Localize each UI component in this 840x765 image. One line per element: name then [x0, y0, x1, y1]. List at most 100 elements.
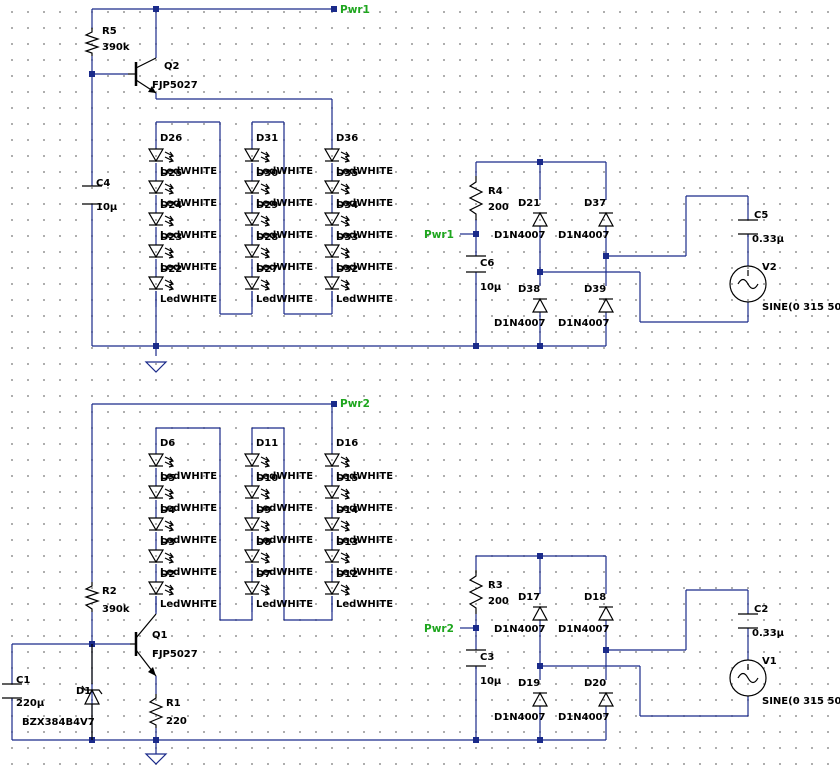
- label-v1-val: SINE(0 315 50): [762, 696, 840, 707]
- diode-d17: [531, 605, 549, 621]
- label-d39-val: D1N4007: [558, 318, 610, 329]
- led-model-label: LedWHITE: [336, 567, 393, 578]
- led-model-label: LedWHITE: [160, 567, 217, 578]
- led-top-1-1: [243, 179, 271, 211]
- led-bottom-1-2: [243, 516, 271, 548]
- ground-symbol-top: [144, 361, 168, 373]
- voltage-source-v2: [729, 265, 767, 303]
- led-model-label: LedWHITE: [336, 535, 393, 546]
- label-r4-ref: R4: [488, 186, 503, 197]
- label-r2-val: 390k: [102, 604, 130, 615]
- resistor-r2: [84, 582, 100, 612]
- resistor-r3: [468, 570, 484, 614]
- label-q2-ref: Q2: [164, 61, 180, 72]
- label-c4-val: 10µ: [96, 202, 118, 213]
- label-c1-val: 220µ: [16, 698, 45, 709]
- led-ref-label: D16: [336, 438, 358, 449]
- led-model-label: LedWHITE: [256, 599, 313, 610]
- capacitor-c4: [82, 185, 102, 205]
- led-ref-label: D22: [160, 264, 182, 275]
- led-bottom-1-3: [243, 548, 271, 580]
- led-ref-label: D2: [160, 569, 175, 580]
- led-model-label: LedWHITE: [256, 262, 313, 273]
- led-bottom-0-3: [147, 548, 175, 580]
- label-c5-val: 0.33µ: [752, 234, 785, 245]
- label-r3-ref: R3: [488, 580, 503, 591]
- led-model-label: LedWHITE: [336, 230, 393, 241]
- led-ref-label: D14: [336, 505, 358, 516]
- label-d38-val: D1N4007: [494, 318, 546, 329]
- label-r5-val: 390k: [102, 42, 130, 53]
- led-bottom-0-4: [147, 580, 175, 612]
- label-d19-ref: D19: [518, 678, 540, 689]
- led-top-0-0: [147, 147, 175, 179]
- led-top-2-3: [323, 243, 351, 275]
- transistor-q1: [130, 613, 157, 677]
- led-ref-label: D27: [256, 264, 278, 275]
- led-ref-label: D10: [256, 473, 278, 484]
- label-c2-ref: C2: [754, 604, 768, 615]
- led-model-label: LedWHITE: [256, 198, 313, 209]
- led-model-label: LedWHITE: [336, 198, 393, 209]
- led-bottom-2-4: [323, 580, 351, 612]
- led-ref-label: D35: [336, 168, 358, 179]
- top-wires: [91, 8, 749, 356]
- led-ref-label: D4: [160, 505, 175, 516]
- diode-d18: [597, 605, 615, 621]
- led-model-label: LedWHITE: [160, 230, 217, 241]
- led-ref-label: D34: [336, 200, 358, 211]
- label-d17-val: D1N4007: [494, 624, 546, 635]
- label-c6-ref: C6: [480, 258, 494, 269]
- led-ref-label: D15: [336, 473, 358, 484]
- resistor-r1: [148, 694, 164, 728]
- led-top-0-2: [147, 211, 175, 243]
- capacitor-c5: [738, 219, 758, 235]
- led-model-label: LedWHITE: [256, 230, 313, 241]
- label-r1-val: 220: [166, 716, 187, 727]
- label-r3-val: 200: [488, 596, 509, 607]
- led-ref-label: D25: [160, 168, 182, 179]
- label-v2-val: SINE(0 315 50): [762, 302, 840, 313]
- led-model-label: LedWHITE: [336, 294, 393, 305]
- led-top-2-0: [323, 147, 351, 179]
- led-ref-label: D26: [160, 133, 182, 144]
- led-top-0-4: [147, 275, 175, 307]
- label-c3-val: 10µ: [480, 676, 502, 687]
- label-c4-ref: C4: [96, 178, 110, 189]
- led-top-0-3: [147, 243, 175, 275]
- led-model-label: LedWHITE: [336, 166, 393, 177]
- led-ref-label: D36: [336, 133, 358, 144]
- label-r5-ref: R5: [102, 26, 117, 37]
- led-bottom-2-1: [323, 484, 351, 516]
- led-bottom-1-4: [243, 580, 271, 612]
- led-model-label: LedWHITE: [256, 567, 313, 578]
- label-r1-ref: R1: [166, 698, 181, 709]
- label-q1-val: FJP5027: [152, 649, 198, 660]
- led-bottom-1-0: [243, 452, 271, 484]
- led-ref-label: D9: [256, 505, 271, 516]
- label-d18-ref: D18: [584, 592, 606, 603]
- resistor-r4: [468, 176, 484, 220]
- led-ref-label: D31: [256, 133, 278, 144]
- led-model-label: LedWHITE: [160, 599, 217, 610]
- label-q2-val: FJP5027: [152, 80, 198, 91]
- led-top-2-4: [323, 275, 351, 307]
- led-bottom-1-1: [243, 484, 271, 516]
- led-model-label: LedWHITE: [336, 503, 393, 514]
- led-ref-label: D30: [256, 168, 278, 179]
- led-ref-label: D5: [160, 473, 175, 484]
- capacitor-c6: [466, 255, 486, 273]
- capacitor-c3: [466, 649, 486, 667]
- led-bottom-0-2: [147, 516, 175, 548]
- led-model-label: LedWHITE: [256, 503, 313, 514]
- label-d21-val: D1N4007: [494, 230, 546, 241]
- led-model-label: LedWHITE: [160, 471, 217, 482]
- label-c5-ref: C5: [754, 210, 768, 221]
- label-r4-val: 200: [488, 202, 509, 213]
- led-top-2-2: [323, 211, 351, 243]
- led-ref-label: D12: [336, 569, 358, 580]
- label-d37-val: D1N4007: [558, 230, 610, 241]
- led-ref-label: D6: [160, 438, 175, 449]
- net-label-pwr2-input: Pwr2: [424, 623, 454, 635]
